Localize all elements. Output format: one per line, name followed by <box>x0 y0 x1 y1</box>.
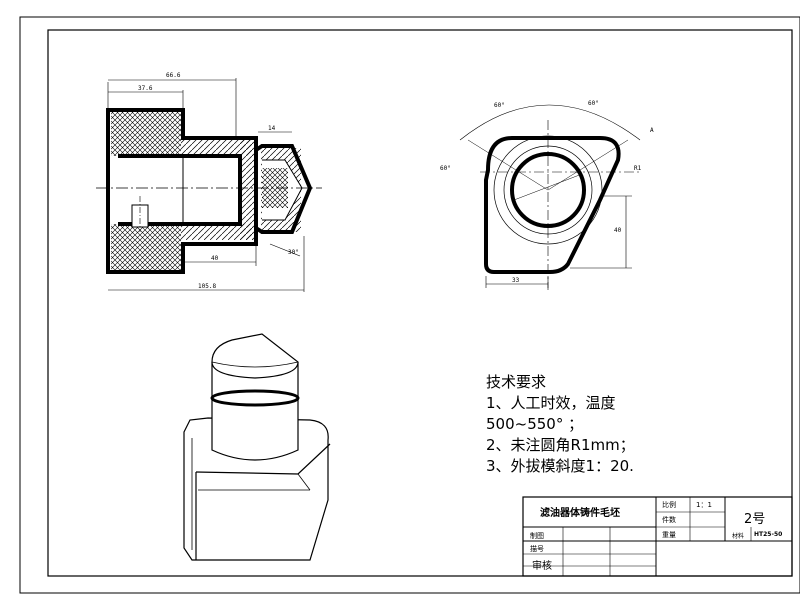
traced-label: 描号 <box>530 545 544 553</box>
material-value: HT25-50 <box>754 531 783 538</box>
checked-label: 审核 <box>532 561 552 572</box>
end-view: 60° 60° 60° R1 A 40 33 <box>440 100 654 290</box>
title-block <box>522 496 793 577</box>
inner-border <box>47 29 793 577</box>
note-line-2: 500~550° ； <box>486 415 584 433</box>
drawn-label: 制图 <box>530 532 544 540</box>
note-line-3: 2、未注圆角R1mm； <box>486 436 635 454</box>
scale-label: 比例 <box>662 501 676 509</box>
note-line-4: 3、外拔模斜度1：20. <box>486 457 634 475</box>
dim-30deg: 30° <box>288 249 299 256</box>
dim-r1: R1 <box>634 165 642 172</box>
dim-14: 14 <box>268 125 276 132</box>
dim-105-8: 105.8 <box>198 283 216 290</box>
section-view: 66.6 37.6 14 40 105.8 30° <box>96 72 322 292</box>
dim-66-6: 66.6 <box>166 72 181 79</box>
dim-60deg-c: 60° <box>440 165 451 172</box>
dim-37-6: 37.6 <box>138 85 153 92</box>
dim-40: 40 <box>211 255 219 262</box>
technical-requirements: 技术要求 1、人工时效，温度 500~550° ； 2、未注圆角R1mm； 3、… <box>486 372 635 477</box>
dim-33: 33 <box>512 277 520 284</box>
outer-border <box>19 16 800 594</box>
dim-60deg-b: 60° <box>588 100 599 107</box>
pieces-label: 件数 <box>662 516 676 524</box>
scale-value: 1：1 <box>696 501 712 509</box>
isometric-view <box>183 333 331 561</box>
dim-a-label: A <box>650 127 654 134</box>
material-label: 材料 <box>732 533 745 540</box>
part-name: 滤油器体铸件毛坯 <box>540 508 620 519</box>
notes-title: 技术要求 <box>486 373 547 391</box>
dim-60deg-a: 60° <box>494 102 505 109</box>
sheet-number: 2号 <box>744 512 766 527</box>
note-line-1: 1、人工时效，温度 <box>486 394 616 412</box>
weight-label: 重量 <box>662 531 676 539</box>
dim-40b: 40 <box>614 227 622 234</box>
